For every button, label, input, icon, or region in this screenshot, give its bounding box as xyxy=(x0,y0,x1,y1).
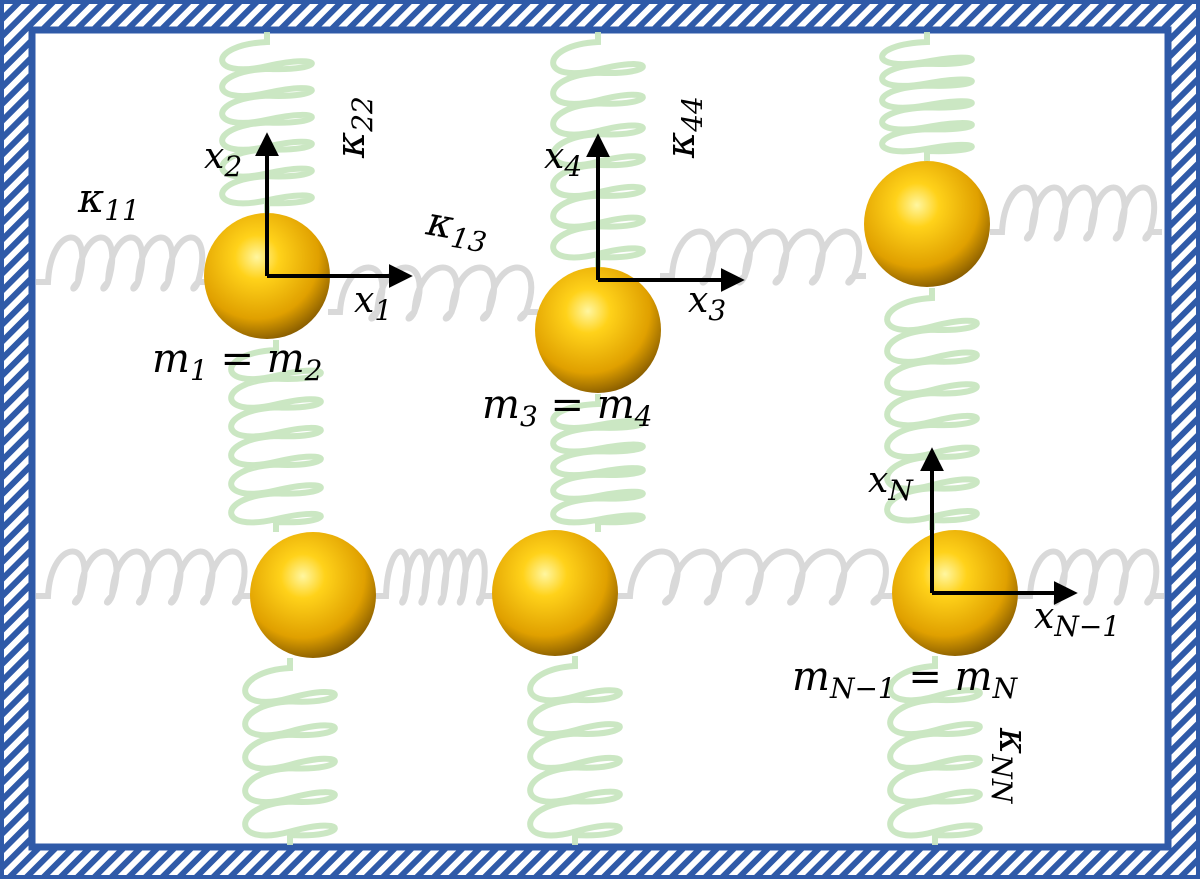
label-x3: x3 xyxy=(688,280,726,327)
label-kappa-22: κ22 xyxy=(328,96,379,159)
spring-bottom-middle-right xyxy=(618,548,892,606)
label-x2: x2 xyxy=(204,136,242,183)
label-m3-eq-m4: m3 = m4 xyxy=(482,382,652,433)
label-x4: x4 xyxy=(544,136,582,183)
mass-top-right xyxy=(864,161,990,287)
label-kappa-NN: κNN xyxy=(985,727,1036,805)
spring-mass1-to-bottom-left xyxy=(228,340,324,532)
spring-bottom-left-middle xyxy=(374,548,494,606)
coordinate-axes xyxy=(255,132,1078,605)
spring-top-right-to-mN xyxy=(884,288,980,530)
label-xN-1: xN−1 xyxy=(1034,596,1120,643)
masses xyxy=(204,161,1018,658)
spring-k11 xyxy=(36,234,210,292)
mass-bottom-left xyxy=(250,532,376,658)
mass-bottom-middle xyxy=(492,530,618,656)
label-kappa-44: κ44 xyxy=(658,96,709,159)
label-x1: x1 xyxy=(354,280,392,327)
spring-top-right-wall xyxy=(990,184,1162,242)
spring-k13 xyxy=(328,264,538,322)
spring-top-mid-right xyxy=(660,228,866,286)
spring-top-right-to-wall xyxy=(879,32,975,161)
label-m1-eq-m2: m1 = m2 xyxy=(152,336,322,387)
spring-kNN xyxy=(887,656,983,845)
spring-bottom-left-wall xyxy=(36,548,252,606)
label-mN-1-eq-mN: mN−1 = mN xyxy=(792,654,1019,705)
label-xN: xN xyxy=(868,460,914,507)
label-kappa-11: κ11 xyxy=(77,176,140,227)
spring-bottom-left-to-wall xyxy=(242,658,338,845)
horizontal-springs xyxy=(36,184,1164,606)
spring-bottom-middle-to-wall xyxy=(527,656,623,845)
mass-3-4 xyxy=(535,267,661,393)
spring-mass3-to-bottom-middle xyxy=(550,394,646,532)
